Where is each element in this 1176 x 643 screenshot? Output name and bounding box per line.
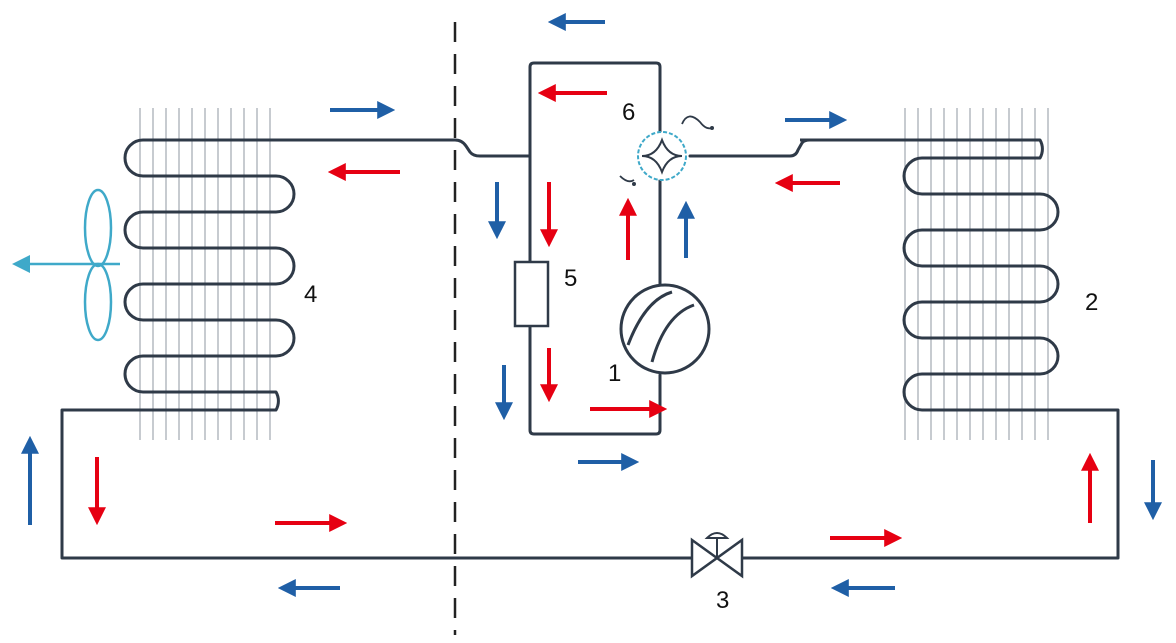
outdoor-coil (800, 138, 1060, 412)
indoor-coil (60, 138, 1120, 560)
outdoor-coil-label: 2 (1085, 289, 1098, 316)
outdoor-line (688, 138, 832, 158)
compressor-icon (619, 283, 711, 375)
expansion-valve-icon (690, 532, 744, 579)
indoor-line (298, 138, 532, 158)
flow-arrows (21, 13, 1162, 597)
receiver-label: 5 (564, 265, 577, 292)
indoor-coil-fins (139, 108, 271, 440)
four-way-valve-icon (619, 115, 714, 186)
reversing-valve-label: 6 (622, 99, 635, 126)
fan-icon (12, 188, 120, 342)
indoor-coil-label: 4 (304, 281, 317, 308)
outdoor-coil-fins (904, 108, 1049, 440)
expansion-valve-label: 3 (716, 587, 729, 614)
receiver-icon (513, 260, 550, 328)
compressor-label: 1 (608, 360, 621, 387)
central-loop (528, 61, 662, 436)
